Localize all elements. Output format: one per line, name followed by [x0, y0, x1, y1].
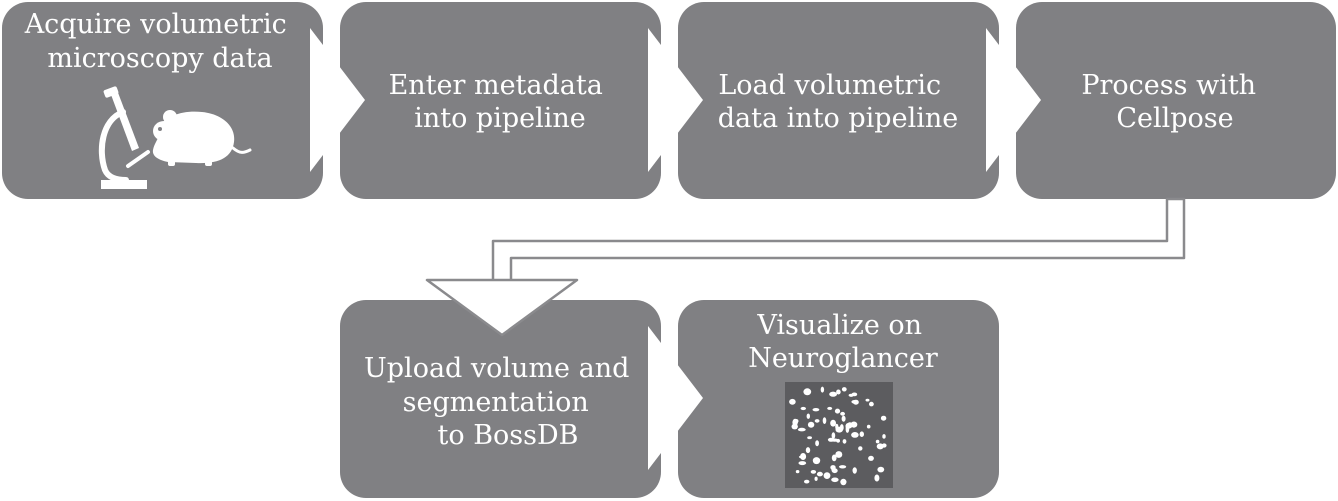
cell-blob [841, 415, 846, 422]
cell-blob [858, 446, 863, 451]
cell-blob [814, 419, 820, 423]
cell-blob [840, 478, 847, 486]
step-label-visualize: Visualize on Neuroglancer [748, 310, 938, 374]
step-label-upload: Upload volume and segmentation to BossDB [364, 353, 638, 451]
cell-blob [798, 461, 807, 466]
cell-blob [841, 387, 847, 392]
cell-blob [792, 418, 798, 426]
cell-blob [804, 389, 809, 392]
cell-blob [835, 426, 843, 433]
cell-blob [807, 421, 815, 428]
step-label-metadata: Enter metadata into pipeline [389, 70, 612, 134]
step-box-acquire [2, 2, 323, 199]
cell-blob [807, 436, 812, 440]
step-box-upload [340, 300, 661, 498]
cell-blob [840, 411, 845, 416]
cell-blob [830, 438, 839, 442]
cell-blob [829, 391, 837, 397]
step-label-load: Load volumetric data into pipeline [718, 70, 958, 134]
cell-blob [810, 470, 817, 474]
cell-blob [814, 476, 818, 481]
cell-blob [805, 447, 811, 454]
segmentation-preview-icon [785, 382, 893, 488]
cell-blob [880, 415, 887, 421]
cell-blob [842, 439, 847, 444]
cell-blob [848, 393, 854, 397]
microscope-mouse-icon [98, 86, 252, 189]
cell-blob [868, 455, 874, 461]
cell-blob [877, 466, 885, 473]
cell-blob [834, 408, 841, 414]
cell-blob [850, 421, 858, 428]
cell-blob [836, 389, 841, 395]
cell-blob [800, 406, 806, 411]
cell-blob [859, 431, 864, 438]
cell-blob [875, 439, 880, 444]
cell-blob [816, 471, 823, 477]
cell-blob [797, 427, 806, 432]
cell-blob [789, 398, 796, 405]
step-box-metadata [340, 2, 661, 199]
cell-blob [835, 451, 843, 458]
cell-blob [823, 472, 831, 479]
connector-pipe [491, 197, 1186, 284]
cell-blob [806, 413, 810, 419]
cell-blob [881, 443, 887, 448]
cell-blob [831, 454, 837, 462]
cell-blob [815, 440, 819, 447]
cell-blob [848, 422, 852, 426]
cell-blob [831, 477, 839, 483]
flow-arrow-2 [648, 28, 703, 172]
flow-arrow-1 [310, 28, 365, 172]
cell-blob [831, 468, 837, 472]
connector-arrowhead [425, 278, 579, 337]
cell-blob [882, 434, 886, 439]
cell-blob [831, 432, 836, 439]
cell-blob [822, 417, 827, 424]
cell-blob [851, 432, 859, 438]
cell-blob [800, 453, 807, 460]
step-label-cellpose: Process with Cellpose [1081, 70, 1264, 134]
cell-blob [865, 398, 870, 402]
cell-blob [874, 474, 880, 482]
cell-blob [830, 419, 836, 427]
cell-blob [812, 408, 820, 412]
step-box-load [678, 2, 999, 199]
cell-blob [827, 406, 833, 410]
step-box-cellpose [1016, 2, 1336, 199]
cell-blob [845, 425, 850, 433]
flow-arrow-3 [986, 28, 1041, 172]
cell-blob [804, 479, 810, 484]
cell-blob [820, 386, 825, 393]
cell-blob [812, 457, 821, 465]
step-label-acquire: Acquire volumetric microscopy data [24, 9, 296, 74]
cell-blob [851, 400, 858, 404]
flow-arrow-5 [648, 326, 703, 470]
cell-blob [866, 424, 871, 429]
cell-blob [869, 401, 874, 407]
cell-blob [839, 465, 847, 469]
cell-blob [795, 470, 800, 474]
cell-blob [852, 467, 857, 474]
